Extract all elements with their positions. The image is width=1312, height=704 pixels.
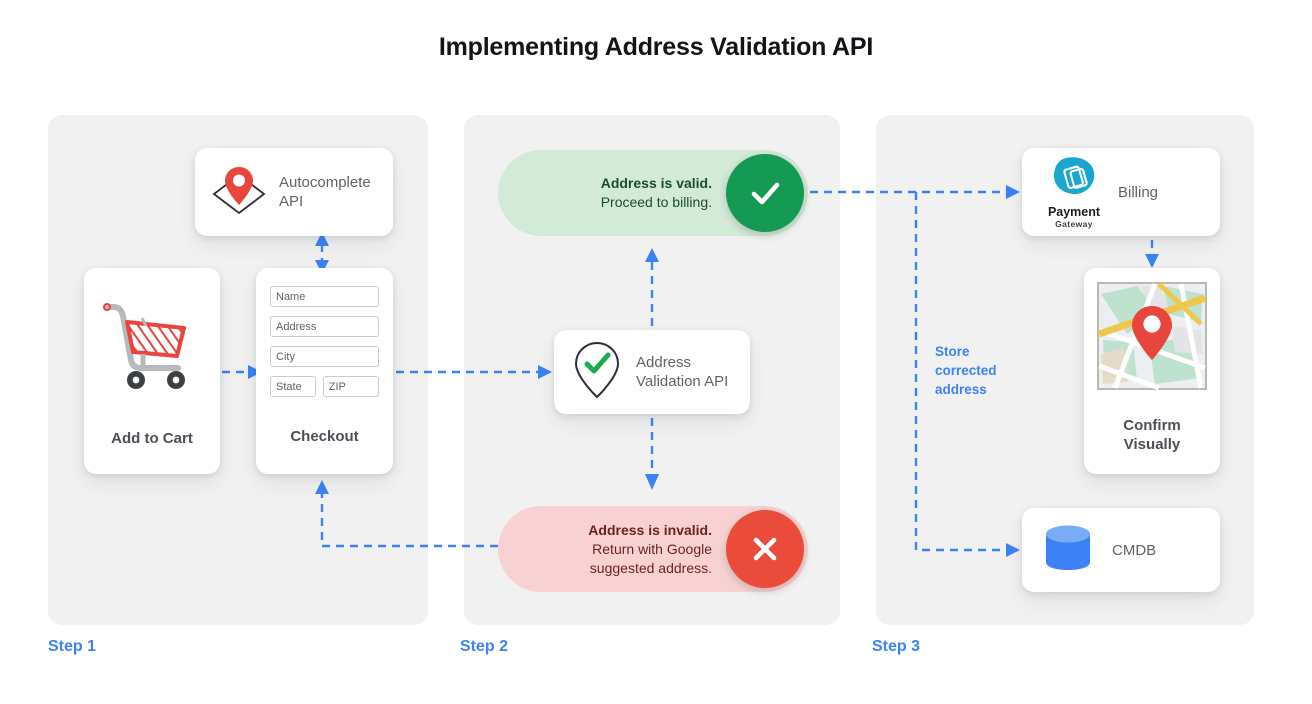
check-icon xyxy=(726,154,804,232)
step-3-label: Step 3 xyxy=(872,638,921,655)
cmdb-card[interactable]: CMDB xyxy=(1022,508,1220,592)
autocomplete-api-label: Autocomplete API xyxy=(279,174,371,210)
address-field[interactable]: Address xyxy=(270,316,379,337)
address-invalid-detail-2: suggested address. xyxy=(589,559,712,576)
map-pin-diamond-icon xyxy=(209,163,269,222)
store-corrected-address-note: Store corrected address xyxy=(935,344,997,397)
billing-label: Billing xyxy=(1118,183,1159,201)
confirm-visually-caption: Confirm Visually xyxy=(1123,417,1181,453)
cmdb-label: CMDB xyxy=(1112,541,1157,559)
name-field[interactable]: Name xyxy=(270,286,379,307)
billing-card[interactable]: Payment Gateway Billing xyxy=(1022,148,1220,236)
payment-gateway-icon: Payment Gateway xyxy=(1036,156,1112,229)
address-invalid-headline: Address is invalid. xyxy=(588,521,712,538)
state-zip-row: State ZIP xyxy=(270,376,379,397)
add-to-cart-caption: Add to Cart xyxy=(111,430,193,447)
database-icon xyxy=(1040,522,1096,579)
step-2-label: Step 2 xyxy=(460,638,509,655)
address-valid-headline: Address is valid. xyxy=(600,175,712,191)
confirm-visually-card[interactable]: Confirm Visually xyxy=(1084,268,1220,474)
payment-gateway-logo-line2: Gateway xyxy=(1055,218,1093,229)
address-valid-text: Address is valid. Proceed to billing. xyxy=(601,174,726,212)
checkout-caption: Checkout xyxy=(290,428,359,445)
autocomplete-api-card[interactable]: Autocomplete API xyxy=(195,148,393,236)
checkout-form: Name Address City State ZIP xyxy=(270,286,379,397)
close-icon xyxy=(726,510,804,588)
address-validation-api-label: Address Validation API xyxy=(636,354,729,390)
map-thumbnail-icon xyxy=(1097,282,1207,395)
address-valid-detail: Proceed to billing. xyxy=(600,194,712,210)
address-valid-pill: Address is valid. Proceed to billing. xyxy=(498,150,808,236)
address-invalid-pill: Address is invalid. Return with Google s… xyxy=(498,506,808,592)
page-title: Implementing Address Validation API xyxy=(438,33,874,61)
add-to-cart-card[interactable]: Add to Cart xyxy=(84,268,220,474)
map-pin-check-icon xyxy=(572,339,622,406)
shopping-cart-icon xyxy=(98,298,206,401)
city-field[interactable]: City xyxy=(270,346,379,367)
zip-field[interactable]: ZIP xyxy=(322,376,379,397)
address-invalid-detail-1: Return with Google xyxy=(592,540,712,557)
step-1-label: Step 1 xyxy=(48,638,97,655)
state-field[interactable]: State xyxy=(270,376,316,397)
payment-gateway-logo-line1: Payment xyxy=(1047,204,1101,219)
checkout-card[interactable]: Name Address City State ZIP Checkout xyxy=(256,268,393,474)
address-invalid-text: Address is invalid. Return with Google s… xyxy=(588,521,726,578)
address-validation-api-card[interactable]: Address Validation API xyxy=(554,330,750,414)
